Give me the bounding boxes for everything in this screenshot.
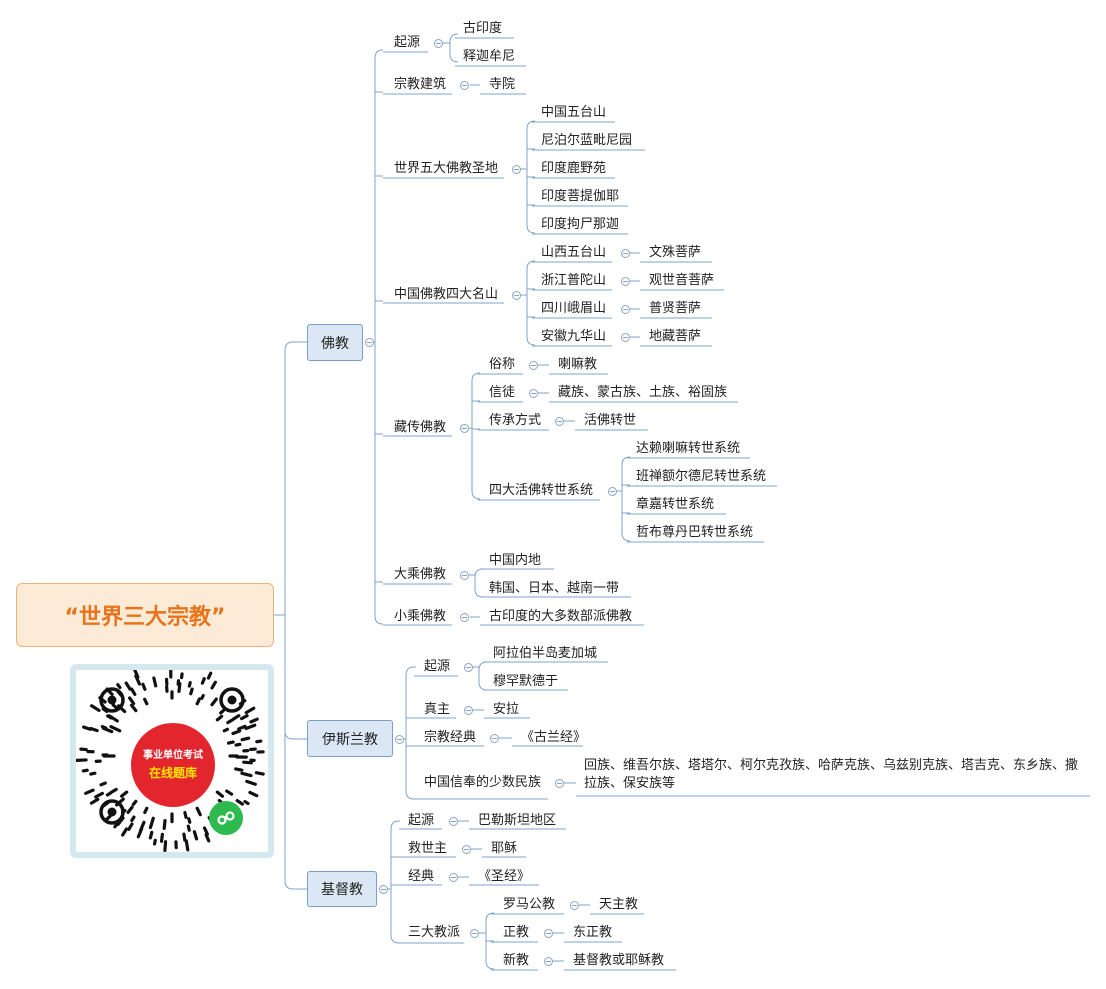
collapse-toggle-icon[interactable] [464, 663, 473, 672]
leaf[interactable]: 天主教 [599, 897, 639, 912]
leaf[interactable]: 文殊菩萨 [649, 245, 702, 260]
topic-origin[interactable]: 起源 [408, 813, 435, 828]
leaf[interactable]: 观世音菩萨 [649, 273, 715, 288]
collapse-toggle-icon[interactable] [449, 817, 458, 826]
topic-scripture[interactable]: 宗教经典 [424, 730, 477, 745]
leaf[interactable]: 活佛转世 [584, 413, 637, 428]
wechat-mini-program-icon [209, 801, 243, 835]
qr-center-badge: 事业单位考试 在线题库 [131, 723, 215, 807]
leaf[interactable]: 释迦牟尼 [463, 49, 516, 64]
leaf[interactable]: 中国内地 [489, 553, 542, 568]
qr-pattern [74, 666, 265, 852]
leaf[interactable]: 耶稣 [491, 841, 518, 856]
leaf[interactable]: 古印度的大多数部派佛教 [489, 609, 633, 624]
root-topic[interactable]: “世界三大宗教” [16, 583, 274, 647]
topic-origin[interactable]: 起源 [424, 659, 451, 674]
topic-scripture[interactable]: 经典 [408, 869, 435, 884]
topic-holy-sites[interactable]: 世界五大佛教圣地 [394, 161, 499, 176]
collapse-toggle-icon[interactable] [544, 957, 553, 966]
leaf[interactable]: 阿拉伯半岛麦加城 [493, 646, 598, 661]
collapse-toggle-icon[interactable] [529, 389, 538, 398]
leaf[interactable]: 韩国、日本、越南一带 [489, 581, 620, 596]
collapse-toggle-icon[interactable] [621, 333, 630, 342]
topic-tibetan-sub[interactable]: 传承方式 [489, 413, 542, 428]
topic-theravada[interactable]: 小乘佛教 [394, 609, 447, 624]
topic-mountain[interactable]: 安徽九华山 [541, 329, 607, 344]
collapse-toggle-icon[interactable] [462, 845, 471, 854]
collapse-toggle-icon[interactable] [464, 706, 473, 715]
collapse-toggle-icon[interactable] [365, 338, 374, 347]
topic-ethnic-groups[interactable]: 中国信奉的少数民族 [424, 775, 542, 790]
topic-mountain[interactable]: 山西五台山 [541, 245, 607, 260]
collapse-toggle-icon[interactable] [621, 305, 630, 314]
leaf[interactable]: 藏族、蒙古族、土族、裕固族 [558, 385, 728, 400]
topic-four-mountains[interactable]: 中国佛教四大名山 [394, 287, 499, 302]
topic-three-denominations[interactable]: 三大教派 [408, 925, 461, 940]
collapse-toggle-icon[interactable] [608, 487, 617, 496]
collapse-toggle-icon[interactable] [460, 613, 469, 622]
topic-architecture[interactable]: 宗教建筑 [394, 77, 447, 92]
collapse-toggle-icon[interactable] [460, 571, 469, 580]
leaf[interactable]: 哲布尊丹巴转世系统 [636, 525, 754, 540]
leaf[interactable]: 章嘉转世系统 [636, 497, 715, 512]
branch-topic[interactable]: 基督教 [307, 871, 377, 907]
leaf[interactable]: 东正教 [573, 925, 613, 940]
topic-origin[interactable]: 起源 [394, 35, 421, 50]
leaf[interactable]: 喇嘛教 [558, 357, 598, 372]
topic-tibetan-sub[interactable]: 俗称 [489, 357, 516, 372]
qr-line1: 事业单位考试 [143, 750, 203, 761]
leaf[interactable]: 穆罕默德于 [493, 674, 559, 689]
topic-denomination[interactable]: 罗马公教 [503, 897, 556, 912]
topic-mountain[interactable]: 四川峨眉山 [541, 301, 607, 316]
collapse-toggle-icon[interactable] [470, 929, 479, 938]
leaf[interactable]: 达赖喇嘛转世系统 [636, 441, 741, 456]
leaf[interactable]: 印度菩提伽耶 [541, 189, 620, 204]
branch-topic[interactable]: 伊斯兰教 [307, 720, 393, 757]
collapse-toggle-icon[interactable] [379, 885, 388, 894]
branch-topic[interactable]: 佛教 [307, 324, 363, 361]
collapse-toggle-icon[interactable] [460, 424, 469, 433]
collapse-toggle-icon[interactable] [395, 735, 404, 744]
collapse-toggle-icon[interactable] [570, 901, 579, 910]
collapse-toggle-icon[interactable] [555, 417, 564, 426]
topic-tibetan[interactable]: 藏传佛教 [394, 420, 447, 435]
leaf[interactable]: 《古兰经》 [521, 730, 587, 745]
leaf[interactable]: 寺院 [489, 77, 516, 92]
topic-tibetan-sub[interactable]: 信徒 [489, 385, 516, 400]
leaf[interactable]: 印度鹿野苑 [541, 161, 607, 176]
topic-savior[interactable]: 救世主 [408, 841, 448, 856]
leaf[interactable]: 基督教或耶稣教 [573, 953, 665, 968]
collapse-toggle-icon[interactable] [621, 249, 630, 258]
collapse-toggle-icon[interactable] [555, 779, 564, 788]
topic-denomination[interactable]: 新教 [503, 953, 530, 968]
leaf[interactable]: 尼泊尔蓝毗尼园 [541, 133, 633, 148]
collapse-toggle-icon[interactable] [449, 873, 458, 882]
leaf[interactable]: 回族、维吾尔族、塔塔尔、柯尔克孜族、哈萨克族、乌兹别克族、塔吉克、东乡族、撒拉族… [584, 758, 1079, 791]
leaf[interactable]: 安拉 [493, 702, 520, 717]
leaf[interactable]: 《圣经》 [478, 869, 531, 884]
collapse-toggle-icon[interactable] [529, 361, 538, 370]
leaf[interactable]: 中国五台山 [541, 105, 607, 120]
topic-denomination[interactable]: 正教 [503, 925, 530, 940]
topic-mountain[interactable]: 浙江普陀山 [541, 273, 607, 288]
leaf[interactable]: 普贤菩萨 [649, 301, 702, 316]
leaf[interactable]: 印度拘尸那迦 [541, 217, 620, 232]
topic-god[interactable]: 真主 [424, 702, 451, 717]
leaf[interactable]: 地藏菩萨 [649, 329, 702, 344]
collapse-toggle-icon[interactable] [512, 165, 521, 174]
collapse-toggle-icon[interactable] [434, 39, 443, 48]
qr-line2: 在线题库 [148, 766, 197, 780]
leaf[interactable]: 古印度 [463, 21, 503, 36]
collapse-toggle-icon[interactable] [544, 929, 553, 938]
collapse-toggle-icon[interactable] [490, 734, 499, 743]
leaf[interactable]: 班禅额尔德尼转世系统 [636, 469, 767, 484]
collapse-toggle-icon[interactable] [621, 277, 630, 286]
collapse-toggle-icon[interactable] [512, 291, 521, 300]
topic-mahayana[interactable]: 大乘佛教 [394, 567, 447, 582]
collapse-toggle-icon[interactable] [460, 81, 469, 90]
leaf[interactable]: 巴勒斯坦地区 [478, 813, 557, 828]
topic-reincarnation-systems[interactable]: 四大活佛转世系统 [489, 483, 594, 498]
